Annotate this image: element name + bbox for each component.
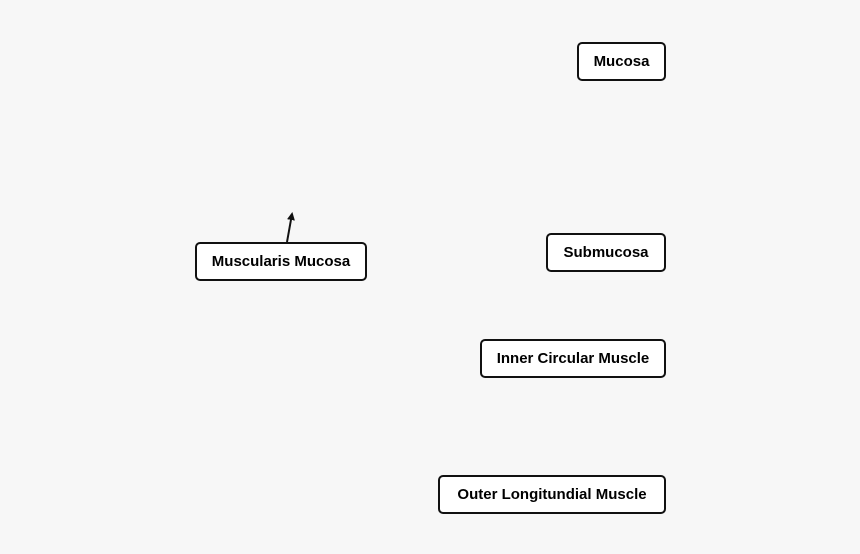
mucosa-label: Mucosa bbox=[577, 42, 666, 81]
muscularis-mucosa-pointer-arrow bbox=[286, 212, 295, 243]
inner-circular-muscle-label-text: Inner Circular Muscle bbox=[496, 350, 650, 367]
muscularis-mucosa-label-text: Muscularis Mucosa bbox=[211, 253, 351, 270]
submucosa-label: Submucosa bbox=[546, 233, 666, 272]
muscularis-mucosa-label: Muscularis Mucosa bbox=[195, 242, 367, 281]
outer-longitudinal-muscle-label-text: Outer Longitundial Muscle bbox=[457, 486, 647, 503]
outer-longitudinal-muscle-label: Outer Longitundial Muscle bbox=[438, 475, 666, 514]
submucosa-label-text: Submucosa bbox=[563, 244, 649, 261]
mucosa-label-text: Mucosa bbox=[593, 53, 650, 70]
inner-circular-muscle-label: Inner Circular Muscle bbox=[480, 339, 666, 378]
